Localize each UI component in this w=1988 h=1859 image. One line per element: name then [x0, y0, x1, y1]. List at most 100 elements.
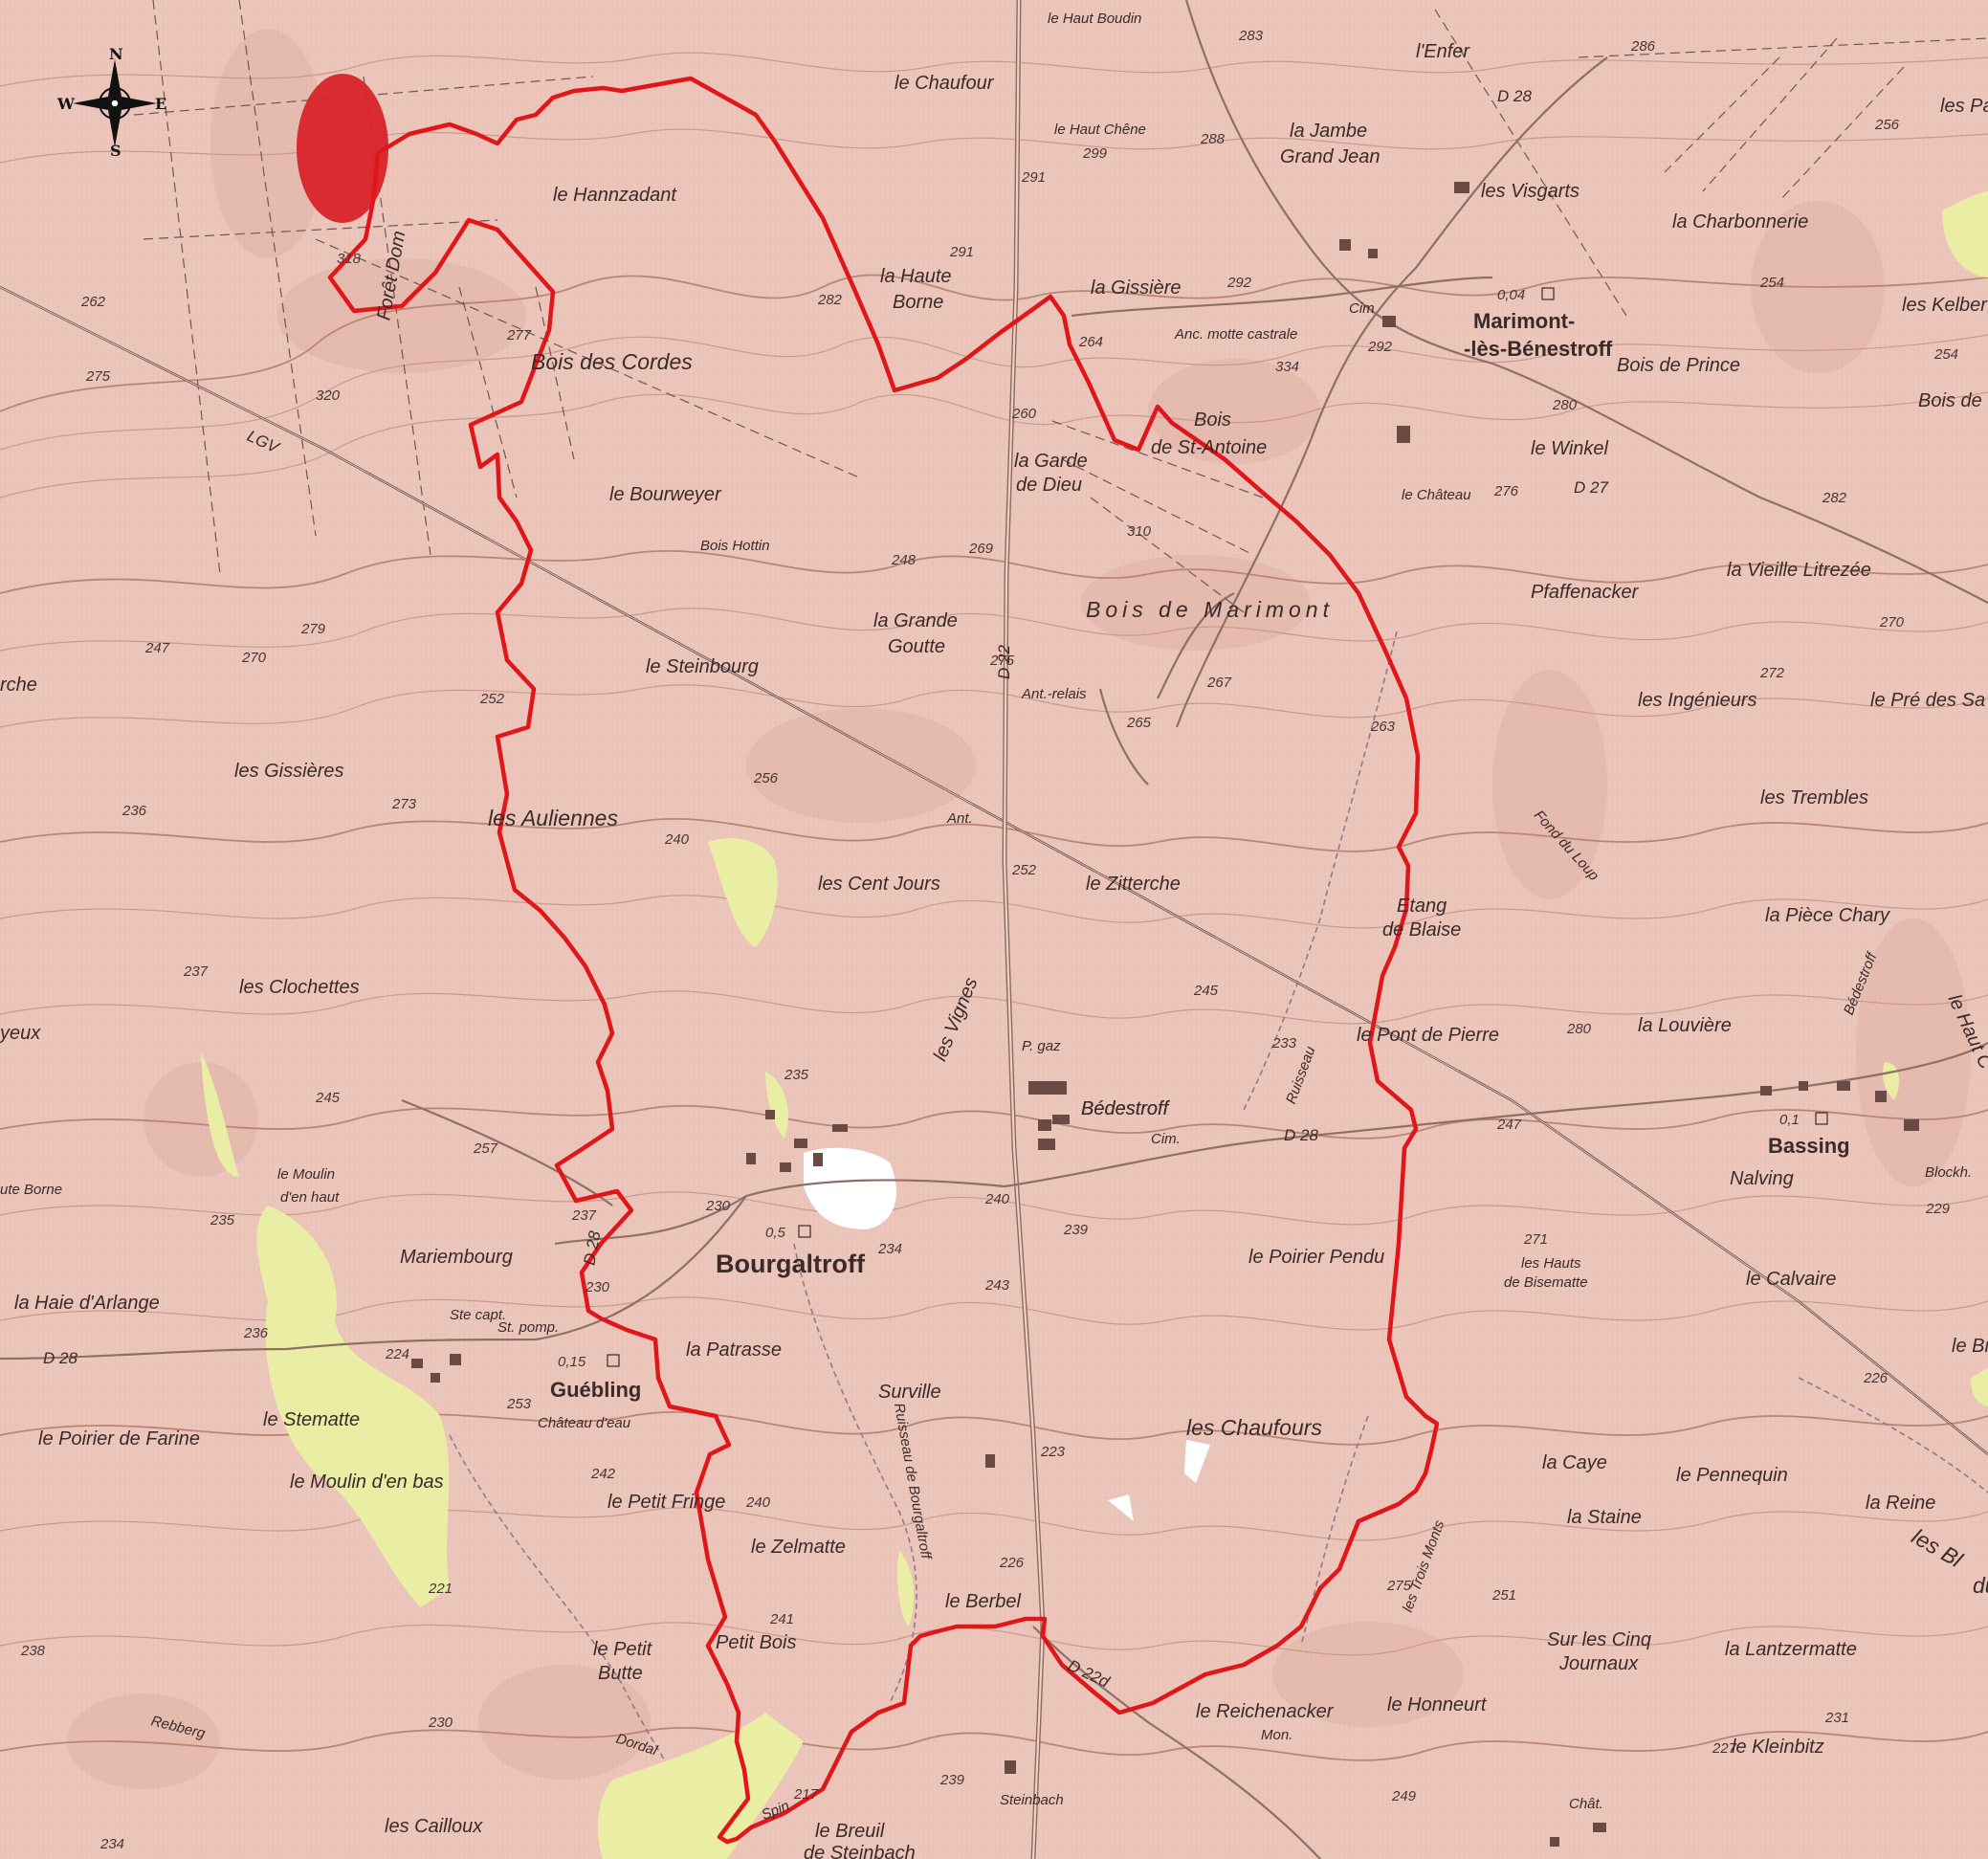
altitude: 224: [385, 1346, 409, 1362]
altitude: 271: [1523, 1231, 1548, 1248]
altitude: 245: [1193, 983, 1219, 999]
altitude: 223: [1040, 1444, 1066, 1460]
place-label: le Berbel: [945, 1591, 1021, 1612]
place-label: ute Borne: [0, 1182, 62, 1198]
town-bassing: Bassing: [1768, 1134, 1850, 1158]
place-label: Nalving: [1730, 1168, 1794, 1189]
place-label: la Haute: [880, 266, 952, 287]
altitude: 280: [1552, 397, 1578, 413]
place-label: la Jambe: [1290, 121, 1367, 142]
altitude: 286: [1630, 38, 1656, 55]
place-label: Etang: [1397, 896, 1447, 917]
place-label: la Louvière: [1638, 1015, 1732, 1036]
altitude: 236: [243, 1325, 269, 1341]
altitude: 264: [1078, 334, 1103, 350]
place-label: Surville: [878, 1382, 941, 1403]
place-label: rche: [0, 675, 37, 696]
place-label: la Reine: [1866, 1493, 1935, 1514]
place-label: le Bourweyer: [609, 484, 722, 505]
place-label: le Chaufour: [895, 73, 995, 94]
compass-n: N: [109, 45, 123, 63]
altitude: 320: [316, 387, 341, 404]
meadow-areas: [201, 191, 1988, 1859]
place-label: le Breu: [1952, 1336, 1988, 1357]
altitude: 230: [705, 1198, 731, 1214]
altitude-markers: 283 286 256 288 299 291 291 262 275 318 …: [20, 28, 1958, 1852]
altitude: 252: [479, 691, 505, 707]
place-label: St. pomp.: [497, 1319, 559, 1336]
place-label: la Patrasse: [686, 1339, 782, 1361]
altitude: 270: [1879, 614, 1905, 631]
place-label: de Blaise: [1382, 919, 1461, 941]
place-label: Bois de Prince: [1617, 355, 1740, 376]
place-label: le Poirier Pendu: [1248, 1247, 1384, 1268]
altitude: 275: [1386, 1578, 1412, 1594]
place-label: les Pa: [1940, 96, 1988, 117]
place-label: le Haut Chêne: [1054, 122, 1146, 138]
compass-e: E: [155, 95, 166, 113]
place-label: Anc. motte castrale: [1174, 326, 1297, 343]
altitude: 292: [1226, 275, 1252, 291]
altitude: 238: [20, 1643, 46, 1659]
compass-rose: N S E W: [56, 45, 166, 160]
place-label: le Steinbourg: [646, 656, 759, 677]
place-label: Ste capt.: [450, 1307, 506, 1323]
altitude: 217: [793, 1786, 819, 1803]
compass-s: S: [110, 142, 121, 160]
place-label: le Haut Boudin: [1048, 11, 1141, 27]
place-label: Blockh.: [1925, 1164, 1972, 1181]
altitude: 245: [315, 1090, 341, 1106]
altitude: 247: [1496, 1117, 1522, 1133]
altitude: 276: [1493, 483, 1519, 499]
altitude: 256: [1874, 117, 1900, 133]
relief-shading: [67, 29, 1971, 1789]
place-label: le Winkel: [1531, 438, 1609, 459]
altitude: 270: [241, 650, 267, 666]
place-label: Journaux: [1558, 1653, 1639, 1674]
altitude: 227: [1712, 1740, 1737, 1757]
road-label: D 27: [1574, 478, 1608, 497]
place-label: le Zitterche: [1086, 874, 1181, 895]
place-label: P. gaz: [1022, 1038, 1061, 1054]
road-label: D 28: [580, 1229, 604, 1267]
altitude: 291: [1021, 169, 1046, 186]
road-label: LGV: [244, 427, 282, 457]
altitude: 239: [1063, 1222, 1089, 1238]
place-label: Bois de: [1918, 390, 1982, 411]
altitude: 267: [1206, 675, 1232, 691]
road-label: D 22: [995, 645, 1013, 679]
altitude: 247: [144, 640, 170, 656]
altitude: 221: [428, 1581, 453, 1597]
streams: [449, 631, 1988, 1859]
place-label: le Calvaire: [1746, 1269, 1836, 1290]
place-label: Sur les Cinq: [1547, 1629, 1651, 1650]
commune-boundary[interactable]: [327, 76, 1440, 1845]
stat-label: 0,04: [1497, 287, 1525, 303]
place-label: les Gissières: [234, 761, 343, 782]
altitude: 291: [949, 244, 974, 260]
altitude: 231: [1824, 1710, 1849, 1726]
place-label: le Petit: [593, 1639, 653, 1660]
altitude: 292: [1367, 339, 1393, 355]
place-label: Borne: [893, 292, 943, 313]
place-label: de Dieu: [1016, 475, 1082, 496]
place-label: les Bl: [1908, 1523, 1967, 1572]
place-label: Ruisseau de Bourgaltroff: [891, 1402, 935, 1561]
altitude: 283: [1238, 28, 1264, 44]
altitude: 248: [891, 552, 917, 568]
place-label: la Garde: [1014, 451, 1088, 472]
altitude: 239: [939, 1772, 965, 1788]
place-label: Butte: [598, 1663, 643, 1684]
place-label: les Ingénieurs: [1638, 690, 1757, 711]
place-label: le Château: [1402, 487, 1471, 503]
town-labels: Bourgaltroff Guébling Marimont- -lès-Bén…: [550, 309, 1850, 1402]
stat-label: 0,1: [1779, 1112, 1800, 1128]
altitude: 265: [1126, 715, 1152, 731]
place-label: les Chaufours: [1186, 1415, 1322, 1440]
altitude: 256: [753, 770, 779, 786]
altitude: 269: [968, 541, 994, 557]
place-label: la Pièce Chary: [1765, 905, 1890, 926]
place-label: les Kelber: [1902, 295, 1988, 316]
